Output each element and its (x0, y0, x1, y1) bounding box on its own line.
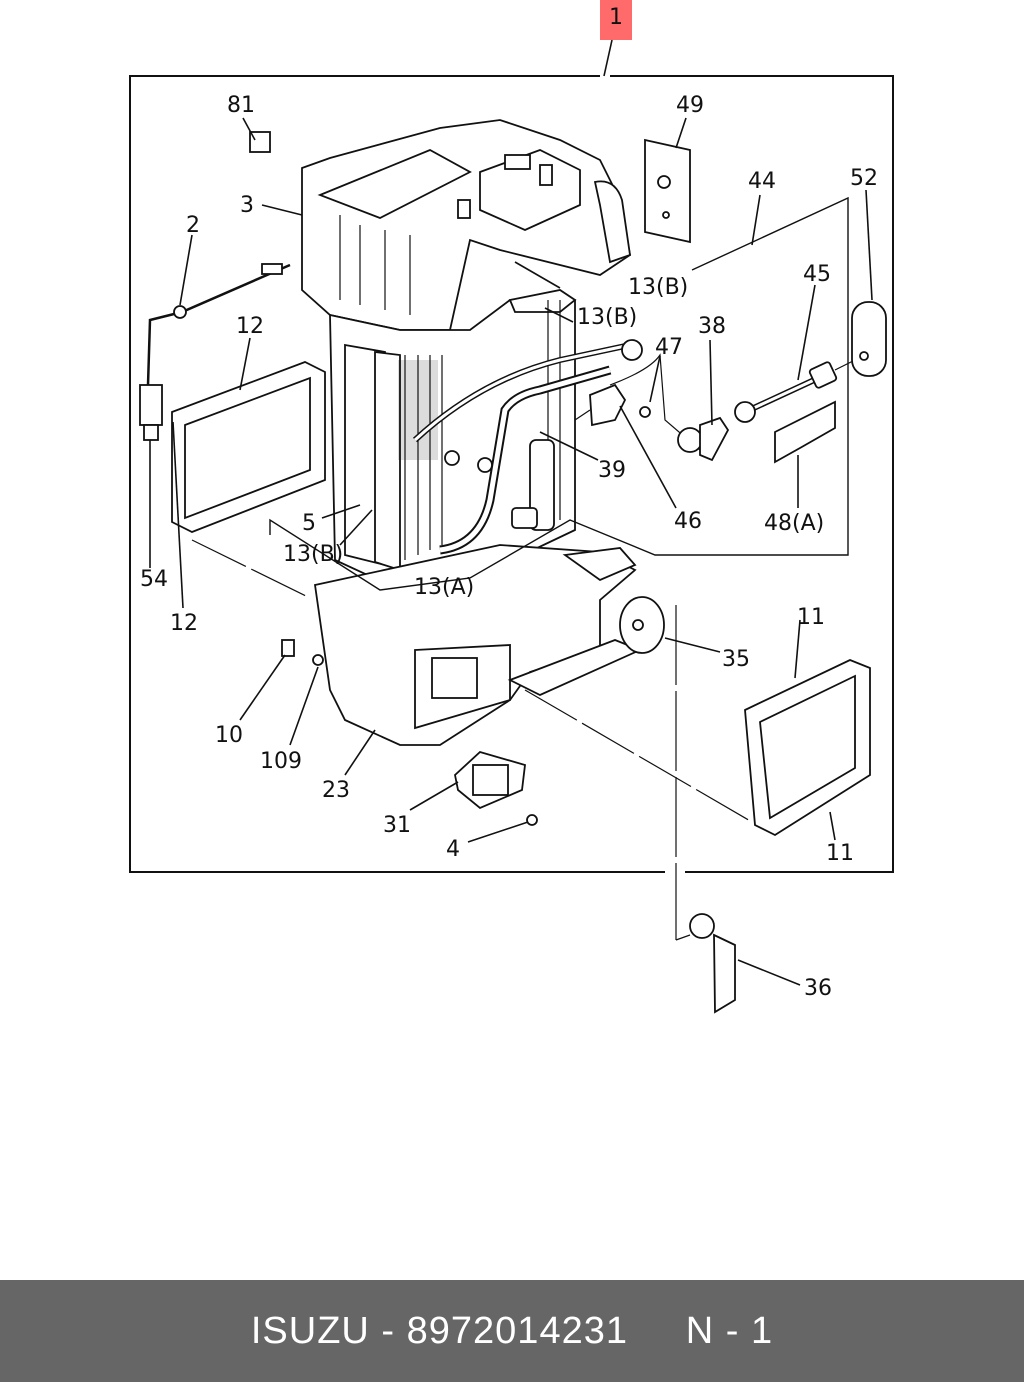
callout-13b-mid: 13(B) (577, 305, 637, 330)
motor-35 (619, 596, 665, 654)
callout-44: 44 (748, 169, 776, 194)
resistor-31 (454, 750, 526, 810)
callout-49: 49 (676, 93, 704, 118)
parts-diagram: 1 81 49 3 2 44 52 45 13(B) 13(B) 12 38 4… (129, 0, 894, 1014)
callout-4: 4 (446, 837, 460, 862)
callout-81: 81 (227, 93, 255, 118)
callout-46: 46 (674, 509, 702, 534)
callout-11-bot: 11 (826, 841, 854, 866)
insulator-48a (774, 400, 836, 464)
callout-23: 23 (322, 778, 350, 803)
callout-31: 31 (383, 813, 411, 838)
upper-case-part-3 (301, 119, 631, 331)
refrigerant-pipes (412, 339, 730, 555)
callout-11-top: 11 (797, 605, 825, 630)
callout-5: 5 (302, 511, 316, 536)
callout-54: 54 (140, 567, 168, 592)
footer-caption: ISUZU - 8972014231 N - 1 (251, 1310, 773, 1353)
callout-47: 47 (655, 335, 683, 360)
separator: - (369, 1309, 407, 1352)
screw-109 (312, 654, 324, 666)
assembly-frame (129, 75, 894, 873)
callout-2: 2 (186, 213, 200, 238)
lower-case-part-23 (313, 544, 643, 746)
callout-13b-top: 13(B) (628, 275, 688, 300)
seal-52 (851, 301, 887, 377)
callout-13b-low: 13(B) (283, 542, 343, 567)
page-indicator: N - 1 (685, 1309, 774, 1352)
item-1-highlight (600, 0, 632, 40)
drain-hose-36 (675, 913, 736, 1014)
callout-12-top: 12 (236, 314, 264, 339)
screw-4 (526, 814, 538, 826)
pipe-45 (734, 354, 866, 423)
callout-38: 38 (698, 314, 726, 339)
callout-10: 10 (215, 723, 243, 748)
callout-39: 39 (598, 458, 626, 483)
filter-12 (171, 361, 326, 533)
callout-45: 45 (803, 262, 831, 287)
callout-1: 1 (609, 5, 623, 30)
callout-3: 3 (240, 193, 254, 218)
part-number: 8972014231 (406, 1309, 628, 1352)
spacer (628, 1310, 686, 1352)
callout-13a: 13(A) (414, 575, 474, 600)
thermo-sensor-2 (139, 263, 291, 441)
clip-81 (249, 131, 271, 153)
callout-52: 52 (850, 166, 878, 191)
callout-12-bot: 12 (170, 611, 198, 636)
plate-49 (644, 138, 691, 244)
callout-109: 109 (260, 749, 302, 774)
filter-11 (744, 659, 871, 837)
clip-10 (281, 639, 295, 657)
callout-35: 35 (722, 647, 750, 672)
brand-name: ISUZU (250, 1309, 370, 1352)
callout-36: 36 (804, 976, 832, 1001)
footer-bar: ISUZU - 8972014231 N - 1 (0, 1280, 1024, 1382)
callout-48a: 48(A) (764, 511, 824, 536)
leader-lines (149, 117, 873, 986)
